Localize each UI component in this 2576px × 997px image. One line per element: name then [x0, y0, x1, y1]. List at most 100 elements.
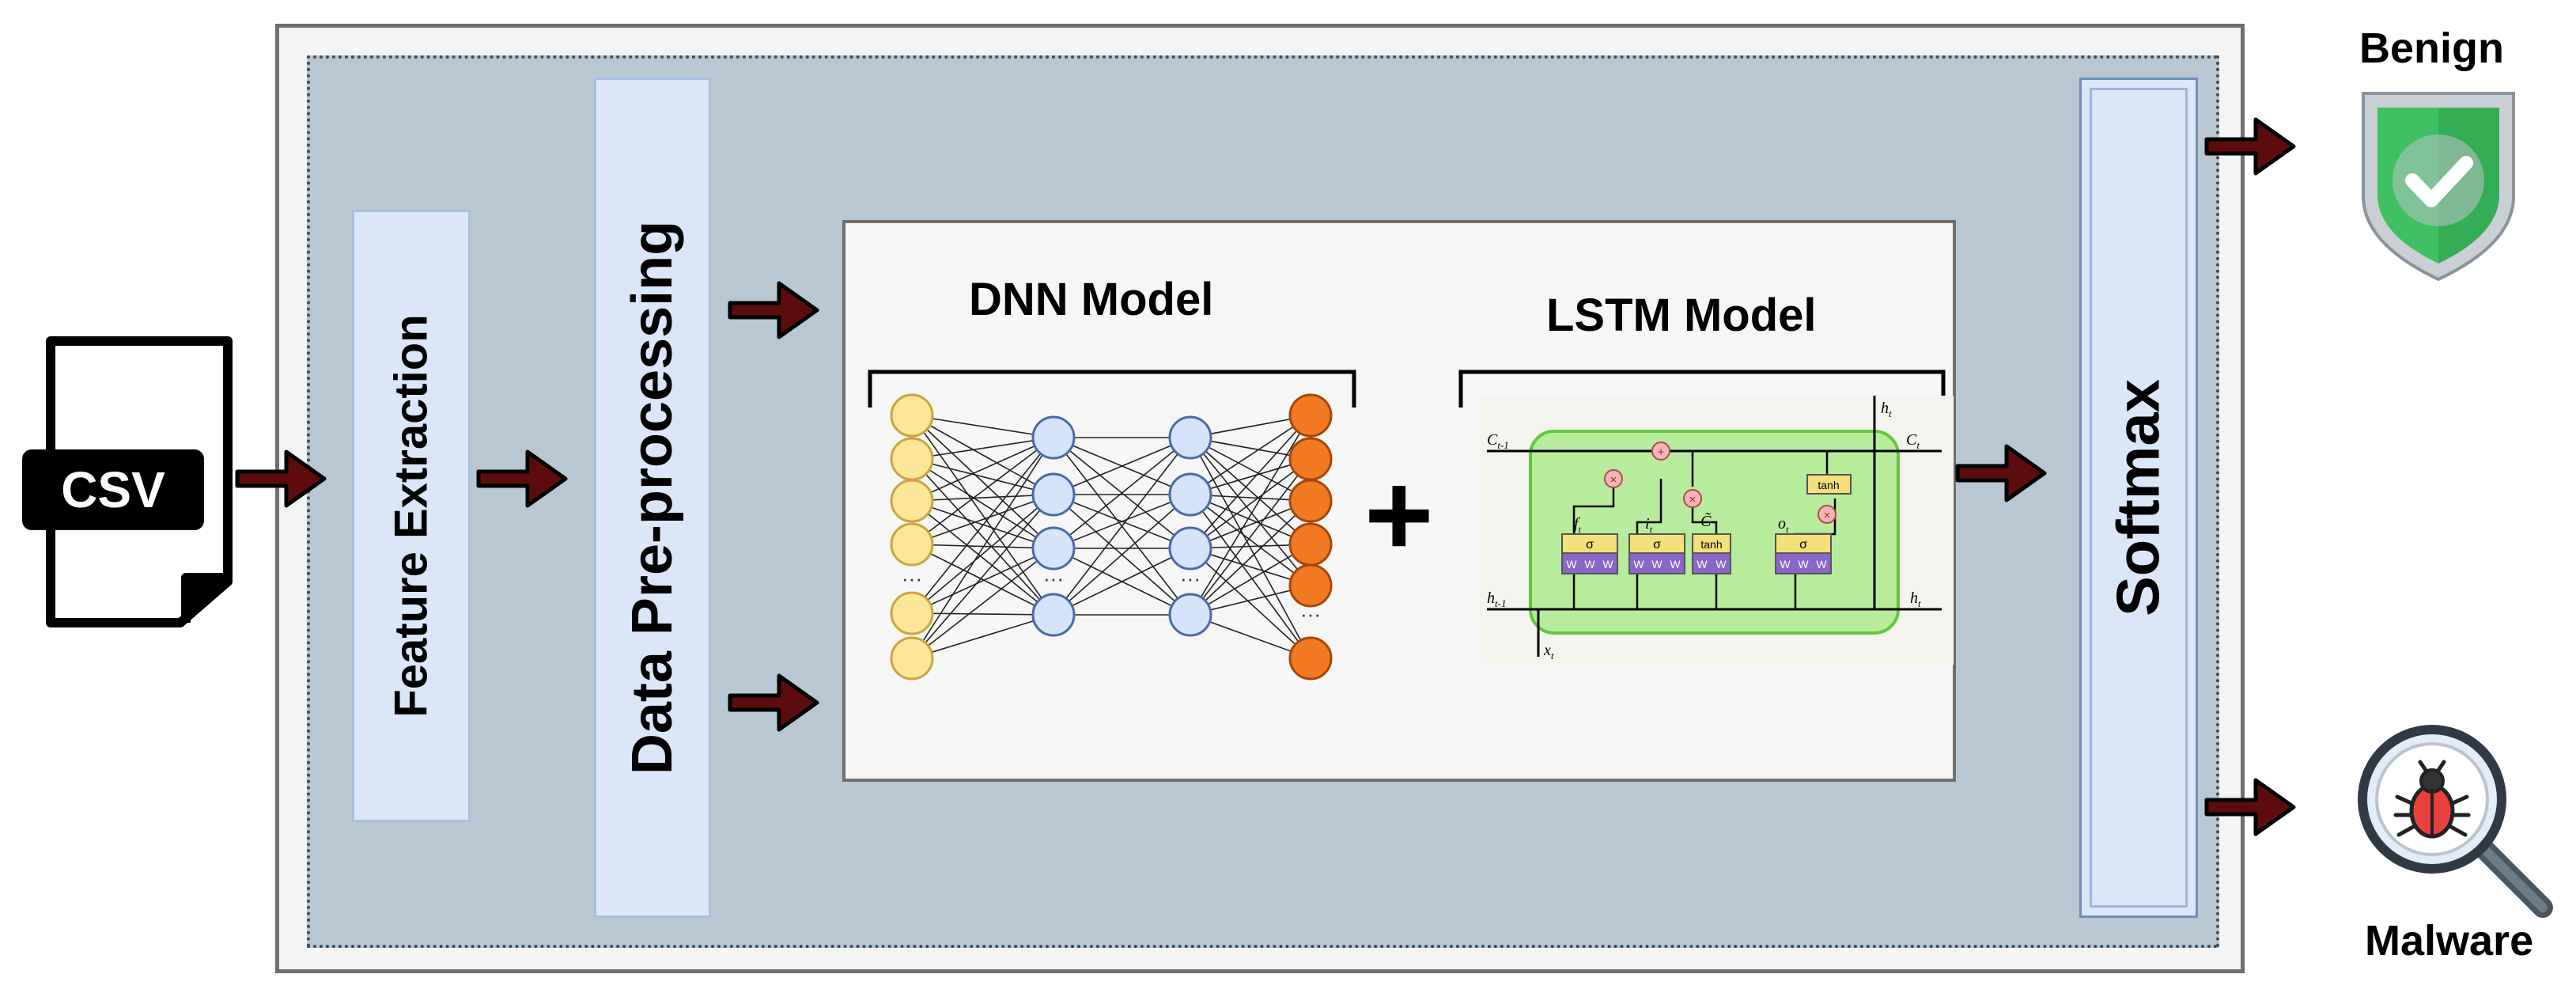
arrow-softmax-to-benign — [2207, 119, 2294, 173]
hidden1-neuron — [1031, 593, 1076, 637]
dnn-edge — [911, 548, 1054, 614]
label-h-prev-sub: t-1 — [1495, 597, 1506, 609]
dnn-edge — [911, 494, 1054, 545]
dnn-edges — [911, 415, 1311, 659]
label-i-t-sub: t — [1650, 524, 1653, 535]
forget-multiply-op — [1604, 469, 1623, 488]
dnn-edge — [911, 494, 1054, 614]
dnn-edge — [1053, 548, 1191, 616]
times-f: × — [1610, 473, 1617, 487]
hidden2-neuron — [1168, 593, 1212, 637]
dnn-edge — [911, 544, 1054, 549]
label-h-top: h — [1881, 400, 1889, 417]
w-i1: W — [1633, 558, 1644, 571]
lstm-cell-diagram: Ct-1 Ct ht-1 ht ht xt ft it C̃ ot σ σ ta… — [1479, 396, 1954, 665]
svg-text:xt: xt — [1543, 642, 1554, 662]
dnn-edge — [911, 548, 1054, 659]
dnn-edge — [1190, 437, 1311, 545]
dnn-edge — [1190, 437, 1311, 502]
dnn-edge — [911, 544, 1054, 616]
softmax-inner-border — [2090, 88, 2188, 908]
hidden1-neuron — [1031, 472, 1076, 517]
svg-text:ot: ot — [1778, 515, 1789, 535]
softmax-box: Softmax — [2079, 78, 2198, 918]
w-c1: W — [1697, 558, 1708, 571]
output-neuron — [1288, 563, 1333, 608]
times-i: × — [1689, 493, 1697, 506]
dnn-edge — [911, 494, 1054, 659]
svg-text:it: it — [1645, 515, 1653, 535]
lstm-model-title: LSTM Model — [1546, 290, 1817, 341]
output-neuron — [1288, 636, 1333, 680]
label-h-out: h — [1910, 589, 1918, 607]
label-c-t: C — [1906, 431, 1917, 449]
label-c-prev: C — [1487, 431, 1498, 449]
dnn-edge — [911, 494, 1054, 502]
dnn-edge — [911, 437, 1054, 460]
output-neuron — [1288, 393, 1333, 438]
sigma-o: σ — [1799, 538, 1807, 552]
dnn-edge — [911, 458, 1054, 549]
label-x-t: x — [1543, 642, 1551, 659]
w-o2: W — [1798, 558, 1809, 571]
lstm-bracket — [1458, 370, 1946, 408]
arrow-preprocess-to-dnn — [730, 283, 817, 337]
input-neuron — [890, 393, 934, 438]
times-o: × — [1824, 509, 1831, 522]
dnn-edge — [1053, 494, 1191, 616]
dnn-edge — [911, 415, 1054, 495]
feature-extraction-box: Feature Extraction — [352, 210, 471, 822]
hidden1-neuron — [1031, 415, 1076, 460]
w-i2: W — [1651, 558, 1662, 571]
svg-text:ht: ht — [1881, 400, 1892, 419]
label-h-prev: h — [1487, 589, 1495, 607]
dnn-edge — [1190, 415, 1311, 616]
arrow-softmax-to-malware — [2207, 780, 2294, 834]
dnn-edge — [1053, 494, 1191, 549]
label-o-t-sub: t — [1786, 524, 1789, 535]
input-multiply-op — [1683, 489, 1702, 508]
data-preprocessing-box: Data Pre-processing — [594, 78, 711, 918]
tanh-out: tanh — [1818, 479, 1839, 491]
sigma-i: σ — [1653, 538, 1661, 552]
arrow-model-to-softmax — [1958, 446, 2045, 500]
label-h-top-sub: t — [1889, 408, 1892, 419]
dnn-edge — [911, 437, 1054, 659]
label-i-t: i — [1645, 515, 1650, 533]
input-neuron — [890, 479, 934, 523]
svg-text:ft: ft — [1574, 515, 1582, 535]
w-i3: W — [1670, 558, 1681, 571]
dnn-ellipsis: ··· — [1180, 567, 1201, 590]
w-f2: W — [1584, 558, 1595, 571]
malware-label: Malware — [2365, 917, 2534, 965]
dnn-edge — [911, 415, 1054, 549]
dnn-nodes — [890, 393, 1333, 680]
svg-text:Ct-1: Ct-1 — [1487, 431, 1509, 451]
label-f-t-sub: t — [1579, 524, 1582, 535]
dnn-edge — [911, 437, 1054, 614]
input-neuron — [890, 591, 934, 635]
dnn-edge — [1053, 437, 1191, 616]
dnn-edge — [1190, 458, 1311, 549]
w-f1: W — [1566, 558, 1577, 571]
label-c-t-sub: t — [1916, 439, 1920, 451]
label-f-t: f — [1574, 515, 1580, 533]
dnn-ellipses: ············ — [902, 567, 1321, 626]
shield-check-icon — [2362, 92, 2515, 282]
w-o3: W — [1816, 558, 1827, 571]
svg-text:ht: ht — [1910, 589, 1921, 609]
dnn-edge — [911, 458, 1054, 616]
dnn-edge — [1190, 494, 1311, 586]
tanh-c: tanh — [1700, 538, 1722, 551]
combine-plus: + — [1364, 448, 1434, 581]
arrow-feature-to-preprocess — [479, 452, 566, 506]
sigma-f: σ — [1586, 538, 1594, 552]
gate-c — [1692, 533, 1731, 574]
dnn-edge — [1190, 415, 1311, 549]
w-f3: W — [1602, 558, 1613, 571]
dnn-edge — [1053, 437, 1191, 549]
dnn-ellipsis: ··· — [902, 567, 922, 590]
